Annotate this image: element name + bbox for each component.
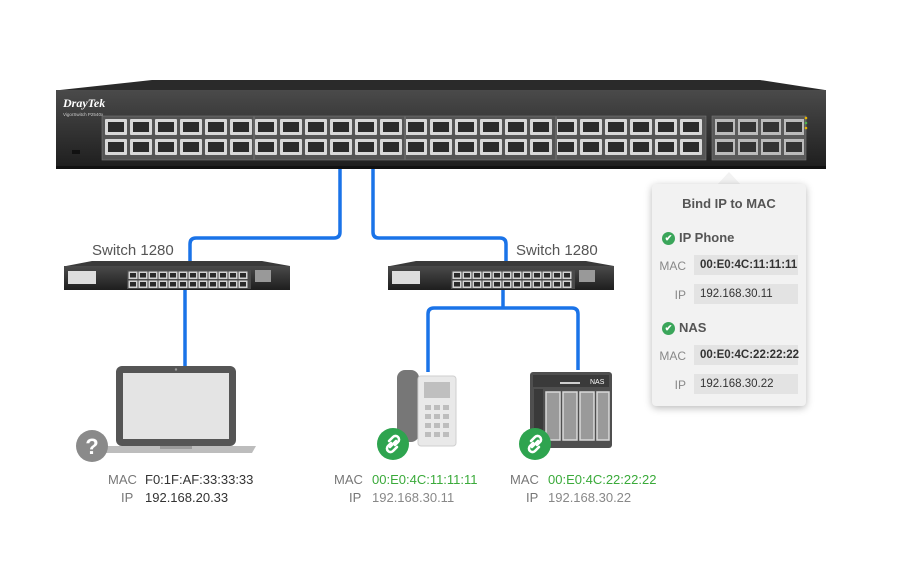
ip-phone-icon [397, 370, 457, 447]
bind-card-title: Bind IP to MAC [682, 196, 776, 211]
bind-entry-nas-mac-key: MAC [659, 349, 686, 363]
bind-card-pointer [716, 172, 742, 186]
laptop-mac: F0:1F:AF:33:33:33 [145, 472, 254, 487]
main-switch: DrayTek VigorSwitch P2540x [56, 80, 826, 169]
cable-main-to-switch-right [371, 166, 508, 266]
link-icon [377, 428, 409, 460]
nas-icon: NAS [530, 372, 612, 448]
ip-phone-mac-key: MAC [334, 472, 363, 487]
switch-left-label: Switch 1280 [92, 242, 174, 259]
check-circle-icon: ✔ [662, 322, 675, 336]
laptop-mac-key: MAC [108, 472, 137, 487]
link-icon [519, 428, 551, 460]
switch-left [64, 261, 290, 290]
bind-ip-to-mac-card: Bind IP to MAC ✔IP Phone MAC 00:E0:4C:11… [652, 184, 806, 406]
laptop-icon [98, 366, 256, 453]
bind-entry-nas-title: ✔NAS [662, 320, 706, 336]
bind-entry-ip-phone-title: ✔IP Phone [662, 230, 734, 246]
bind-entry-ip-phone-mac: 00:E0:4C:11:11:11 [694, 255, 798, 275]
nas-mac: 00:E0:4C:22:22:22 [548, 472, 657, 487]
ip-phone-ip-key: IP [349, 490, 362, 505]
nas-ip: 192.168.30.22 [548, 490, 632, 505]
bind-entry-ip-phone-ip-key: IP [674, 288, 686, 302]
main-switch-brand: DrayTek [62, 96, 105, 110]
cable-switch-right-to-devices [426, 290, 580, 372]
ip-phone-mac: 00:E0:4C:11:11:11 [372, 472, 478, 487]
bind-entry-nas-ip: 192.168.30.22 [694, 374, 798, 394]
laptop-ip-key: IP [121, 490, 134, 505]
check-circle-icon: ✔ [662, 232, 675, 246]
question-icon: ? [76, 430, 108, 462]
switch-right-label: Switch 1280 [516, 242, 598, 259]
nas-ip-key: IP [526, 490, 539, 505]
nas-mac-key: MAC [510, 472, 539, 487]
ip-phone-ip: 192.168.30.11 [372, 490, 455, 505]
bind-entry-ip-phone-ip: 192.168.30.11 [694, 284, 798, 304]
switch-right [388, 261, 614, 290]
bind-entry-nas-ip-key: IP [674, 378, 686, 392]
svg-text:?: ? [85, 434, 98, 459]
cables [183, 166, 580, 372]
bind-entry-ip-phone-mac-key: MAC [659, 259, 686, 273]
laptop-ip: 192.168.20.33 [145, 490, 229, 505]
nas-badge: NAS [590, 379, 605, 386]
bind-entry-nas-mac: 00:E0:4C:22:22:22 [694, 345, 799, 365]
main-switch-model: VigorSwitch P2540x [63, 112, 104, 117]
cable-main-to-switch-left [188, 166, 342, 266]
